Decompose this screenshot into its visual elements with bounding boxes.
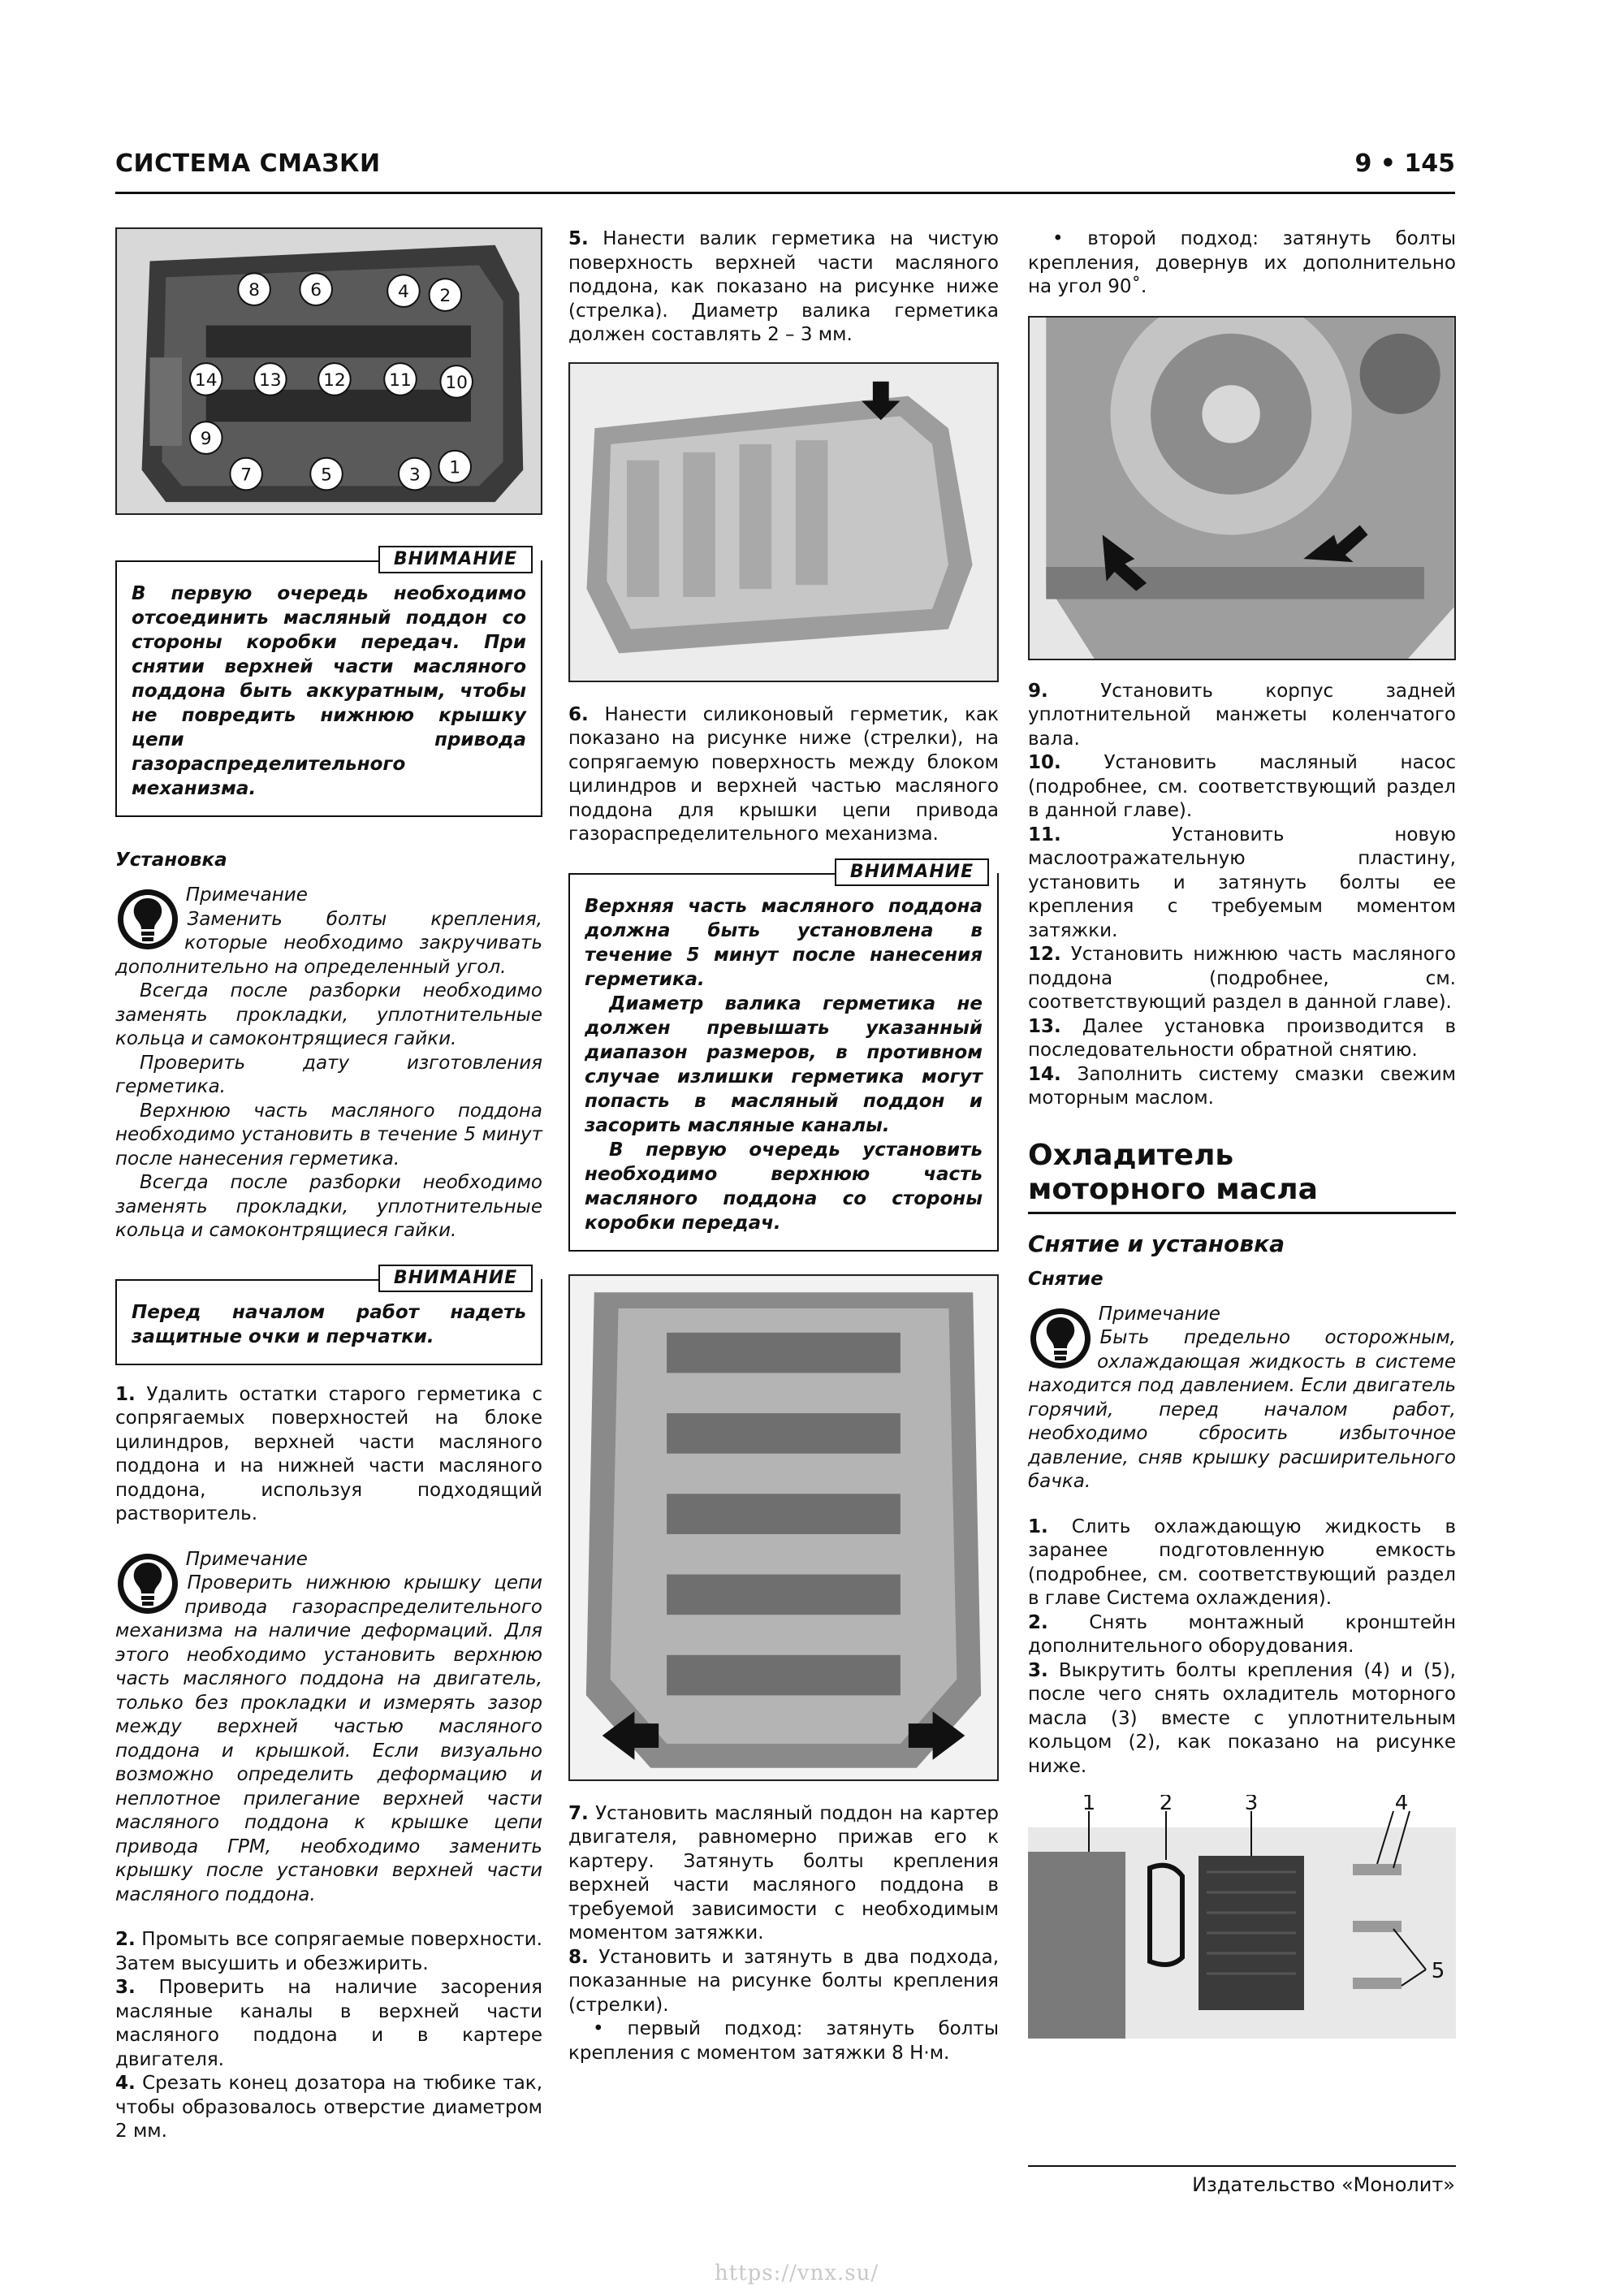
page-header: СИСТЕМА СМАЗКИ 9 • 145 [115, 149, 1455, 182]
lightbulb-note-icon [118, 1553, 178, 1614]
figure-crankcase-bottom [568, 1273, 999, 1781]
step-8-second-pass: • второй подход: затянуть болты креплени… [1028, 228, 1456, 297]
note-2: Примечание Проверить нижнюю крышку цепи … [115, 1548, 542, 1908]
note-line: Всегда после разборки необходимо заменят… [115, 1172, 542, 1241]
figure-oil-pan-bolt-sequence: 8 6 4 2 14 13 12 11 10 9 7 5 3 1 [115, 227, 542, 515]
attention-box-2: ВНИМАНИЕ Перед началом работ надеть защи… [115, 1264, 542, 1365]
step-3: 3. Проверить на наличие засорения маслян… [115, 1977, 542, 2070]
attention-box-3: ВНИМАНИЕ Верхняя часть масляного поддона… [568, 858, 999, 1252]
note-title: Примечание [1098, 1303, 1220, 1325]
column-2: 5. Нанести валик герметика на чистую пов… [568, 227, 999, 2065]
oil-cooler-photo: 1 2 3 4 5 [1028, 1795, 1456, 2039]
column-1: 8 6 4 2 14 13 12 11 10 9 7 5 3 1 ВНИМАНИ… [115, 227, 542, 2144]
oil-pan-photo: 8 6 4 2 14 13 12 11 10 9 7 5 3 1 [117, 229, 541, 513]
install-heading: Установка [115, 850, 227, 871]
attention-text: Диаметр валика герметика не должен превы… [585, 992, 983, 1136]
note-3: Примечание Быть предельно осторожным, ох… [1028, 1303, 1456, 1494]
fig-label-3: 3 [1245, 1795, 1259, 1815]
attention-tab: ВНИМАНИЕ [378, 1264, 533, 1292]
attention-text: В первую очередь установить необходимо в… [585, 1139, 983, 1234]
step-5: 5. Нанести валик герметика на чистую пов… [568, 228, 1000, 345]
step-6: 6. Нанести силиконовый герметик, как пок… [568, 703, 999, 845]
step-9: 9. Установить корпус задней уплотнительн… [1028, 680, 1456, 750]
note-text: Быть предельно осторожным, охлаждающая ж… [1028, 1327, 1456, 1492]
removal-step-1: 1. Слить охлаждающую жидкость в заранее … [1028, 1516, 1457, 1610]
figure-sealant-bead [568, 361, 999, 682]
step-4: 4. Срезать конец дозатора на тюбике так,… [115, 2073, 543, 2142]
publisher-name: Издательство «Монолит» [1192, 2173, 1455, 2196]
attention-text: В первую очередь необходимо отсоединить … [132, 583, 526, 799]
section-divider [1028, 1211, 1456, 1214]
callout-3: 3 [409, 465, 421, 485]
callout-7: 7 [240, 465, 252, 485]
callout-11: 11 [389, 370, 412, 391]
figure-oil-cooler-exploded: 1 2 3 4 5 [1028, 1795, 1456, 2039]
column-3: • второй подход: затянуть болты креплени… [1028, 227, 1456, 2039]
callout-13: 13 [259, 370, 282, 391]
oil-pan-upper-photo [570, 363, 997, 681]
watermark-url: https://vnx.su/ [715, 2261, 879, 2285]
step-13: 13. Далее установка производится в после… [1028, 1015, 1456, 1062]
step-7: 7. Установить масляный поддон на картер … [568, 1802, 999, 1944]
crankcase-photo [570, 1275, 997, 1779]
callout-5: 5 [321, 465, 332, 485]
footer-divider [1028, 2165, 1456, 2167]
removal-step-3: 3. Выкрутить болты крепления (4) и (5), … [1028, 1659, 1456, 1777]
attention-tab: ВНИМАНИЕ [835, 858, 989, 886]
callout-6: 6 [310, 280, 322, 301]
callout-10: 10 [445, 373, 468, 393]
subsection-title: Снятие и установка [1028, 1230, 1285, 1257]
arrow-icon [1303, 525, 1368, 562]
note-1: Примечание Заменить болты крепления, кот… [115, 884, 542, 1243]
callout-4: 4 [398, 282, 409, 302]
figure-rear-seal-housing [1028, 315, 1456, 660]
step-8-first-pass: • первый подход: затянуть болты креплени… [568, 2018, 999, 2064]
step-10: 10. Установить масляный насос (подробнее… [1028, 752, 1457, 821]
arrow-icon [1102, 534, 1147, 591]
note-line: Проверить дату изготовления герметика. [115, 1052, 542, 1098]
callout-9: 9 [201, 429, 212, 449]
step-1: 1. Удалить остатки старого герметика с с… [115, 1383, 543, 1525]
attention-box-1: ВНИМАНИЕ В первую очередь необходимо отс… [115, 546, 542, 817]
step-14: 14. Заполнить систему смазки свежим мото… [1028, 1063, 1456, 1109]
fig-label-1: 1 [1082, 1795, 1096, 1815]
note-text: Проверить нижнюю крышку цепи привода газ… [115, 1572, 542, 1905]
step-12: 12. Установить нижнюю часть масляного по… [1028, 944, 1457, 1013]
callout-14: 14 [195, 370, 218, 391]
attention-text: Верхняя часть масляного поддона должна б… [585, 895, 983, 990]
section-title: Охладитель моторного масла [1028, 1138, 1318, 1206]
fig-label-2: 2 [1160, 1795, 1173, 1815]
fig-label-5: 5 [1432, 1959, 1445, 1983]
removal-step-2: 2. Снять монтажный кронштейн дополнитель… [1028, 1611, 1456, 1658]
arrow-icon [862, 381, 901, 420]
section-running-title: СИСТЕМА СМАЗКИ [115, 149, 381, 178]
callout-1: 1 [449, 458, 460, 478]
step-8: 8. Установить и затянуть в два подхода, … [568, 1946, 1000, 2016]
step-11: 11. Установить новую маслоотражательную … [1028, 824, 1457, 941]
callout-8: 8 [248, 280, 260, 301]
callout-12: 12 [323, 370, 346, 391]
note-title: Примечание [185, 1548, 308, 1570]
lightbulb-note-icon [118, 889, 178, 949]
flywheel-area-photo [1030, 317, 1454, 659]
attention-tab: ВНИМАНИЕ [378, 546, 533, 573]
page-number: 9 • 145 [1354, 149, 1455, 178]
attention-text: Перед началом работ надеть защитные очки… [132, 1301, 526, 1347]
lightbulb-note-icon [1030, 1308, 1091, 1369]
step-2: 2. Промыть все сопрягаемые поверхности. … [115, 1929, 542, 1974]
note-line: Верхнюю часть масляного поддона необходи… [115, 1100, 542, 1170]
removal-heading: Снятие [1028, 1268, 1104, 1290]
header-divider [115, 192, 1455, 194]
note-title: Примечание [185, 884, 308, 906]
callout-2: 2 [439, 286, 451, 306]
note-line: Всегда после разборки необходимо заменят… [115, 980, 542, 1049]
fig-label-4: 4 [1395, 1795, 1409, 1815]
note-line: Заменить болты крепления, которые необхо… [115, 908, 542, 978]
